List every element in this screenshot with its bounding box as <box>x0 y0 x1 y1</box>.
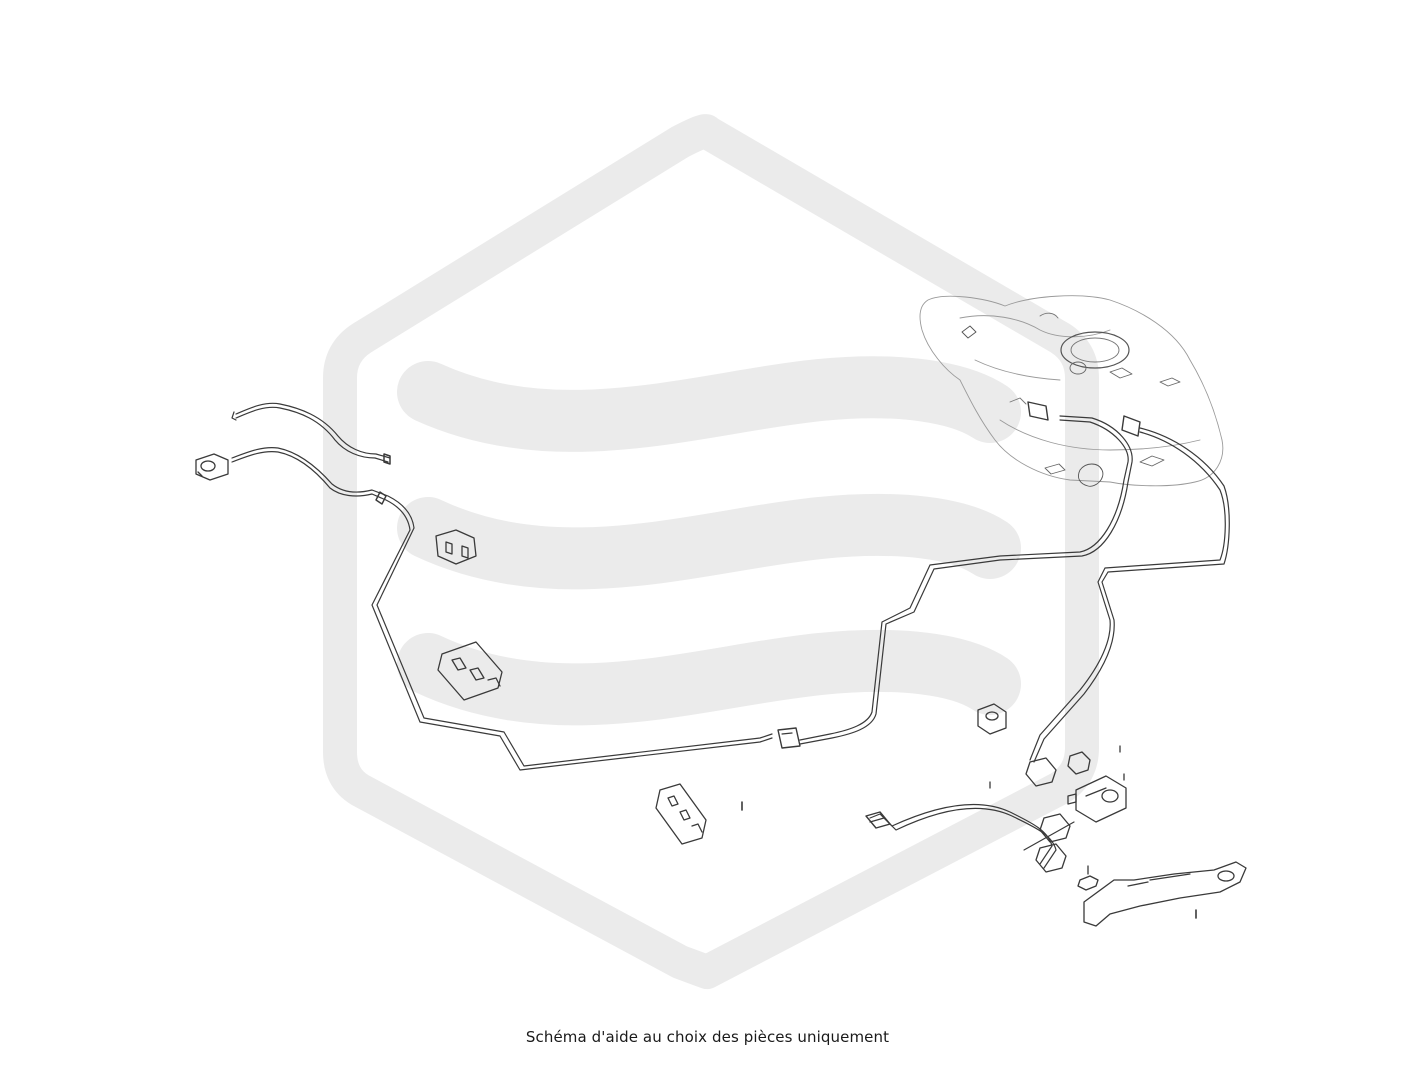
grommet <box>977 703 1007 735</box>
pipe-clip-center <box>655 783 743 845</box>
fuel-filter <box>1067 775 1127 823</box>
watermark-wave-3 <box>397 629 1021 726</box>
fuel-line-return <box>1029 415 1230 763</box>
parts-line-art <box>195 295 1247 927</box>
hose-clip <box>195 453 229 481</box>
pipe-clip-left-large <box>437 641 503 701</box>
fuel-line-lower <box>231 401 1133 771</box>
fuel-line-filter <box>865 803 1075 869</box>
watermark-hexagon <box>323 114 1099 989</box>
pipe-clip-left <box>435 529 477 565</box>
watermark-logo <box>323 114 1099 989</box>
quick-connector <box>989 745 1125 873</box>
diagram-caption: Schéma d'aide au choix des pièces unique… <box>525 1028 890 1046</box>
fuel-line-upper <box>231 402 391 465</box>
watermark-wave-2 <box>397 493 1021 590</box>
mounting-bracket <box>1077 861 1247 927</box>
watermark-wave-1 <box>397 356 1021 452</box>
fuel-tank <box>919 295 1224 487</box>
